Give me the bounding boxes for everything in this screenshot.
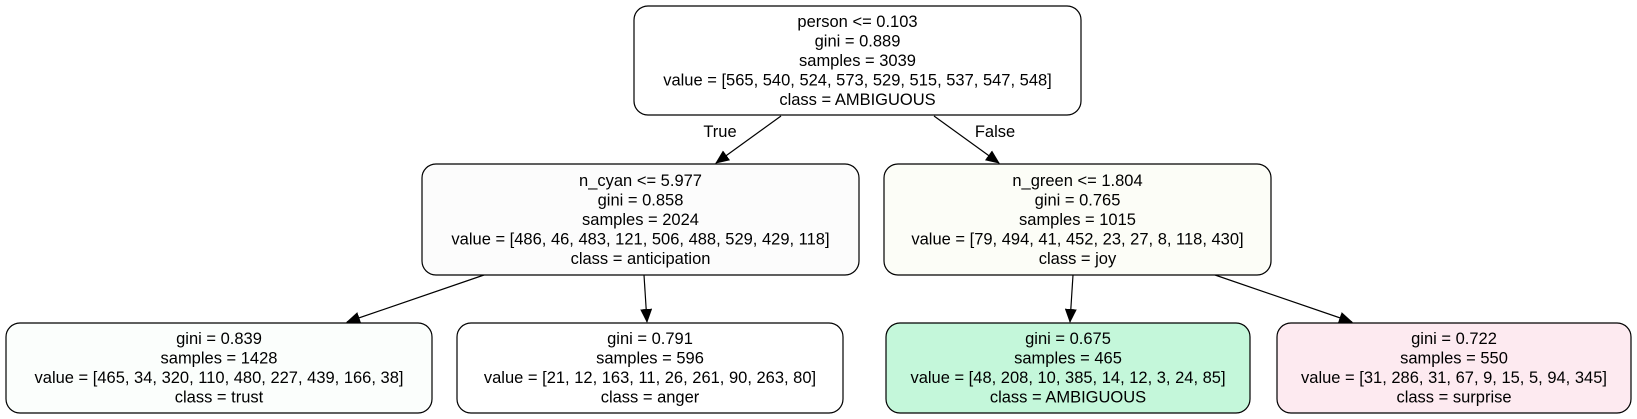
node-box-leaf_anger (456, 322, 844, 414)
node-text-line: class = AMBIGUOUS (779, 91, 935, 109)
node-text-line: value = [465, 34, 320, 110, 480, 227, 43… (35, 369, 404, 387)
edge-n_green-to-leaf_surprise (1214, 274, 1353, 324)
node-box-leaf_surprise (1276, 322, 1632, 414)
node-text-line: value = [79, 494, 41, 452, 23, 27, 8, 11… (911, 230, 1243, 248)
node-box-root (633, 5, 1082, 116)
node-text-line: value = [31, 286, 31, 67, 9, 15, 5, 94, … (1301, 369, 1607, 387)
edge-n_cyan-to-leaf_anger (640, 274, 653, 323)
node-text-line: class = surprise (1396, 389, 1511, 407)
node-text-line: class = trust (175, 389, 264, 407)
edge-label-true: True (703, 123, 736, 141)
node-box-n_green (883, 163, 1272, 276)
node-text-line: gini = 0.858 (598, 191, 684, 209)
edge-root-to-n_green (933, 115, 1000, 164)
node-box-leaf_trust (5, 322, 433, 414)
node-text-line: gini = 0.791 (607, 330, 693, 348)
node-text-line: class = joy (1039, 250, 1117, 268)
node-text-line: class = anger (601, 389, 700, 407)
node-text-line: value = [48, 208, 10, 385, 14, 12, 3, 24… (910, 369, 1225, 387)
edge-n_green-to-leaf_ambiguous (1064, 274, 1077, 323)
node-text-line: value = [21, 12, 163, 11, 26, 261, 90, 2… (484, 369, 816, 387)
node-box-n_cyan (421, 163, 860, 276)
node-text-line: value = [486, 46, 483, 121, 506, 488, 52… (451, 230, 829, 248)
node-box-leaf_ambiguous (885, 322, 1251, 414)
node-text-line: gini = 0.675 (1025, 330, 1111, 348)
node-text-line: value = [565, 540, 524, 573, 529, 515, 5… (663, 71, 1052, 89)
edge-label-false: False (975, 123, 1015, 141)
node-text-line: gini = 0.765 (1035, 191, 1121, 209)
node-text-line: samples = 465 (1014, 350, 1122, 368)
node-text-line: person <= 0.103 (797, 13, 917, 31)
node-text-line: samples = 596 (596, 350, 704, 368)
node-text-line: gini = 0.722 (1411, 330, 1497, 348)
node-text-line: samples = 3039 (799, 52, 916, 70)
node-text-line: samples = 1428 (161, 350, 278, 368)
node-text-line: gini = 0.889 (815, 32, 901, 50)
node-text-line: samples = 1015 (1019, 211, 1136, 229)
node-text-line: samples = 550 (1400, 350, 1508, 368)
node-text-line: n_green <= 1.804 (1012, 172, 1142, 190)
node-text-line: samples = 2024 (582, 211, 699, 229)
node-text-line: class = AMBIGUOUS (990, 389, 1146, 407)
edge-n_cyan-to-leaf_trust (346, 274, 485, 324)
node-text-line: gini = 0.839 (176, 330, 262, 348)
edge-root-to-n_cyan (715, 115, 782, 164)
node-text-line: n_cyan <= 5.977 (579, 172, 702, 190)
node-text-line: class = anticipation (571, 250, 711, 268)
